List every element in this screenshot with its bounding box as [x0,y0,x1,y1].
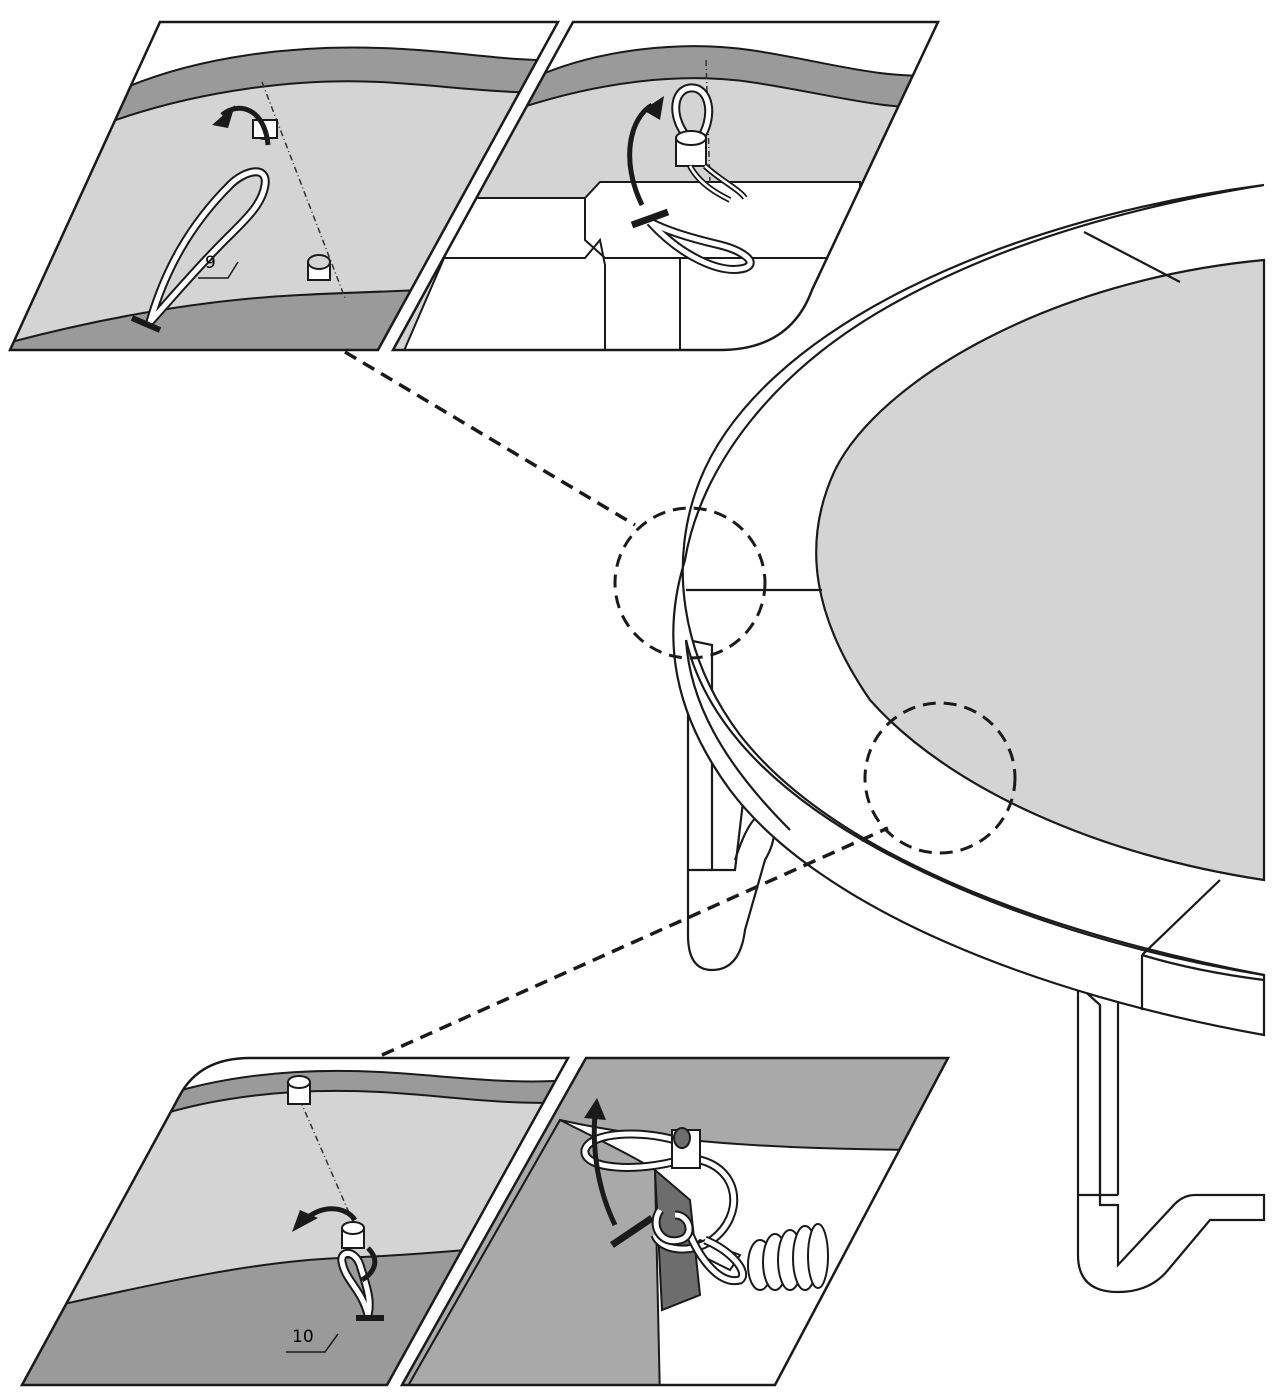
cord-lock-icon [287,1075,311,1105]
zoom-circle-upper [613,506,767,660]
toggle-bar [610,1215,654,1248]
toggle-bar [630,208,670,229]
zoom-circle-lower [863,701,1017,855]
frame-pad [672,183,1266,1037]
callout-label-10: 10 [292,1327,314,1347]
spring-icon [747,1223,829,1291]
jumping-mat [815,258,1266,882]
toggle-bar [130,315,162,333]
cord-lock-icon [341,1221,365,1249]
cord-lock-icon [671,1127,701,1169]
trampoline-main-view [344,183,1266,1294]
pad-seam [1141,879,1221,956]
curved-arrow-icon [591,1114,618,1227]
leader-line-lower [381,826,889,1057]
leader-line-upper [344,350,636,527]
cord-lock-icon [307,254,331,281]
curved-arrow-icon [220,105,271,146]
callout-label-9: 9 [205,253,216,273]
cord-lock-icon [675,130,707,167]
pad-seam [1083,231,1181,283]
